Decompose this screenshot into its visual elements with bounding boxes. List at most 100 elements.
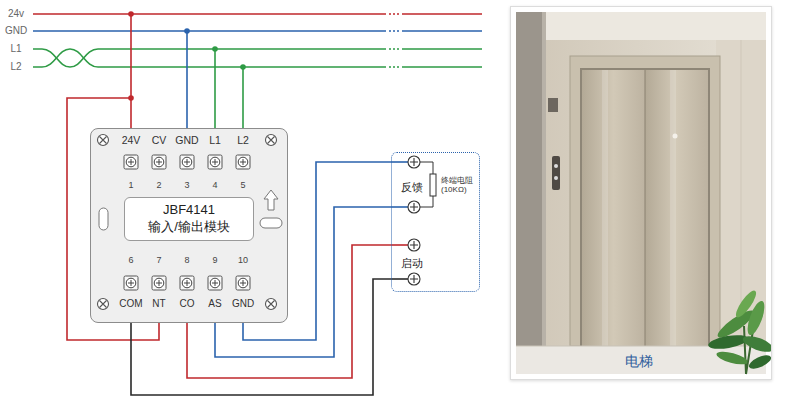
screw-terminal <box>212 280 218 286</box>
screw-terminal <box>180 276 194 290</box>
screw-terminal <box>180 155 194 169</box>
terminal-stub <box>391 206 408 208</box>
resistor-symbol <box>430 174 436 196</box>
screw-terminal <box>180 155 194 169</box>
junction-dot <box>184 28 190 34</box>
junction-dot <box>212 46 218 52</box>
photo-caption: 电梯 <box>625 353 653 371</box>
screw-terminal <box>128 280 134 286</box>
screw-terminal <box>408 156 420 168</box>
corner-screw <box>265 134 276 145</box>
bus-line <box>33 30 482 32</box>
module-type: 输入/输出模块 <box>148 219 230 236</box>
elevator-illustration <box>548 98 558 112</box>
screw-terminal <box>410 241 418 249</box>
elevator-illustration <box>716 40 766 346</box>
screw-terminal <box>156 280 162 286</box>
screw-terminal <box>410 275 418 283</box>
corner-screw <box>267 136 274 143</box>
drop-wire <box>186 31 188 128</box>
module-model: JBF4141 <box>163 202 215 219</box>
elevator-illustration <box>570 56 720 346</box>
corner-screw <box>99 300 106 307</box>
screw-terminal <box>408 201 420 213</box>
screw-terminal <box>236 155 250 169</box>
mount-slot <box>99 208 108 230</box>
screw-terminal <box>126 157 136 167</box>
corner-screw <box>97 134 108 145</box>
screw-terminal <box>240 280 246 286</box>
elevator-illustration <box>542 12 546 346</box>
screw-terminal <box>184 159 190 165</box>
screw-terminal <box>408 239 420 251</box>
screw-terminal <box>208 155 222 169</box>
screw-terminal <box>208 276 222 290</box>
label-plate: JBF4141输入/输出模块 <box>124 197 254 241</box>
drop-wire <box>242 67 244 128</box>
screw-terminal <box>208 155 222 169</box>
bus-name: L2 <box>10 62 21 72</box>
bus-name: L1 <box>10 44 21 54</box>
elevator-illustration <box>552 156 560 190</box>
screw-terminal <box>128 159 134 165</box>
elevator-illustration <box>733 288 760 320</box>
terminal-group-name: 反馈 <box>401 180 423 195</box>
screw-terminal <box>124 276 138 290</box>
screw-terminal <box>236 276 250 290</box>
screw-terminal <box>156 159 162 165</box>
screw-terminal <box>210 157 220 167</box>
bus-line <box>33 49 482 67</box>
drop-wire <box>130 14 132 128</box>
bus-line <box>33 49 482 67</box>
junction-dot <box>128 11 246 101</box>
screw-terminal <box>236 276 250 290</box>
direction-arrow <box>264 190 278 210</box>
screw-terminal <box>126 278 136 288</box>
elevator-illustration <box>707 333 748 352</box>
elevator-illustration <box>510 6 772 380</box>
elevator-illustration <box>715 349 748 367</box>
bus-line <box>389 13 400 15</box>
screw-terminal <box>182 278 192 288</box>
elevator-illustration <box>582 70 645 346</box>
drop-wire <box>214 49 216 128</box>
screw-terminal <box>240 159 246 165</box>
screw-terminal <box>408 273 420 285</box>
junction-dot <box>240 64 246 70</box>
terminal-stub <box>391 244 408 246</box>
corner-screw <box>265 298 276 309</box>
screw-terminal <box>238 157 248 167</box>
elevator-illustration <box>670 70 676 346</box>
terminal-group-name: 启动 <box>401 256 423 271</box>
screw-terminal <box>152 276 166 290</box>
terminal-stub <box>391 161 408 163</box>
screw-terminal <box>208 276 222 290</box>
corner-screw <box>267 300 274 307</box>
screw-terminal <box>124 155 138 169</box>
screw-terminal <box>152 155 166 169</box>
elevator-illustration <box>516 12 766 40</box>
corner-screw <box>265 134 276 145</box>
terminal-stub <box>391 278 408 280</box>
screw-terminal <box>182 157 192 167</box>
junction-dot <box>128 11 134 17</box>
elevator-illustration <box>741 333 772 355</box>
screw-terminal <box>124 276 138 290</box>
screw-terminal <box>154 278 164 288</box>
screw-terminal <box>154 157 164 167</box>
screw-terminal <box>238 278 248 288</box>
corner-screw <box>97 298 108 309</box>
elevator-illustration <box>516 346 766 374</box>
screw-terminal <box>410 158 418 166</box>
elevator-illustration <box>645 70 708 346</box>
screw-terminal <box>210 278 220 288</box>
corner-screw <box>97 298 108 309</box>
corner-screw <box>265 298 276 309</box>
elevator-illustration <box>580 68 710 346</box>
screw-terminal <box>152 276 166 290</box>
elevator-illustration <box>554 176 558 180</box>
corner-screw <box>99 136 106 143</box>
bus-line <box>389 48 400 50</box>
